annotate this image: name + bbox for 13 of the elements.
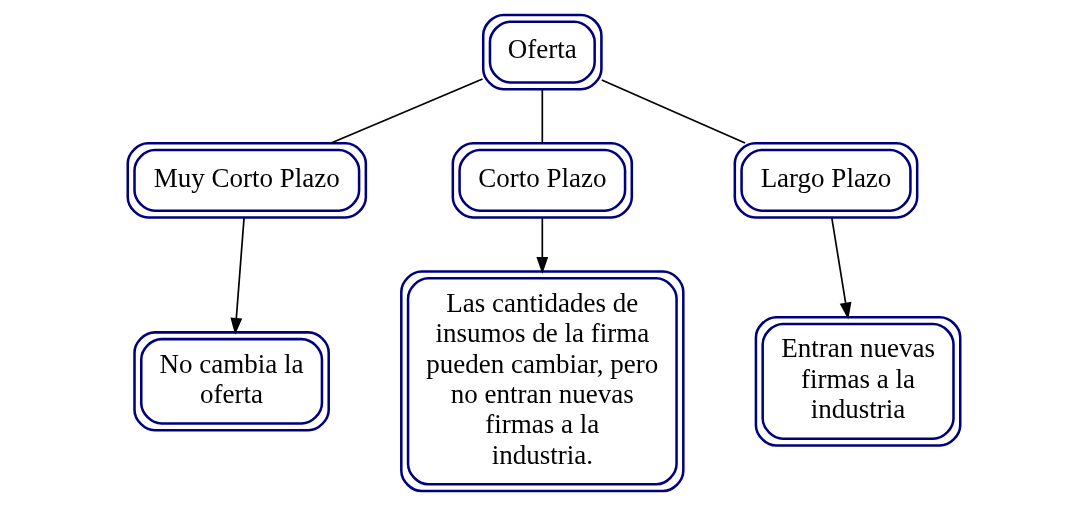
arrow — [229, 217, 245, 335]
node-box: Las cantidades de insumos de la firma pueden cambiar, pero no entran nuevas firmas a la industria. — [399, 270, 685, 493]
connector — [600, 79, 746, 144]
arrow — [830, 217, 851, 320]
node-box: Largo Plazo — [733, 141, 918, 219]
arrow — [535, 217, 548, 274]
node-box: Muy Corto Plazo — [126, 141, 367, 219]
connector — [540, 88, 543, 144]
connector — [329, 78, 483, 144]
node-box: No cambia la oferta — [132, 331, 330, 432]
node-box: Entran nuevas firmas a la industria — [754, 315, 961, 447]
node-box: Corto Plazo — [451, 141, 633, 219]
node-box: Oferta — [481, 13, 603, 91]
